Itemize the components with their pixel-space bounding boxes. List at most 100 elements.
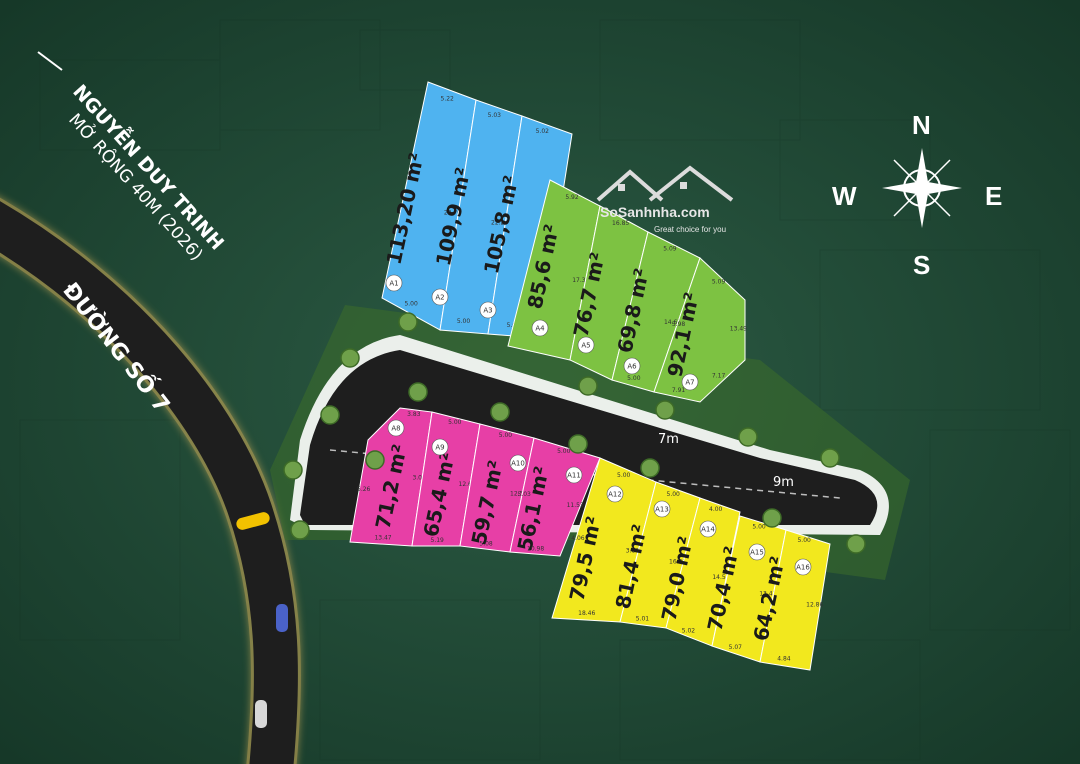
main-road [0, 201, 298, 764]
lot-dimension-label: 5.00 [617, 472, 631, 479]
tree-icon [655, 400, 675, 420]
lot-dimension-label: 22.76 [444, 210, 461, 217]
background-buildings [19, 19, 1071, 761]
trees-layer [283, 312, 866, 554]
lot-dimension-label: 5.02 [536, 128, 550, 135]
lot-dimension-label: 5.00 [448, 419, 462, 426]
logo-name: SoSanhnha.com [600, 204, 710, 220]
lot-dimension-label: 12.63 [459, 481, 476, 488]
tree-icon [820, 448, 840, 468]
lot-id-badge [387, 419, 405, 437]
lot-id-badge [606, 485, 624, 503]
tree-icon [290, 520, 310, 540]
tree-icon [490, 402, 510, 422]
lot-id-badge [623, 357, 641, 375]
lot-dimension-label: 22.23 [491, 219, 508, 226]
lot-id-label: A15 [750, 549, 764, 557]
lot-id-badge [565, 466, 583, 484]
logo-tagline: Great choice for you [654, 225, 726, 234]
lot-id-badge [431, 438, 449, 456]
compass-west-label: W [832, 181, 857, 211]
tree-icon [320, 405, 340, 425]
lot-dimension-label: 5.00 [627, 375, 641, 382]
tree-icon [568, 434, 588, 454]
lot-dimension-label: 5.00 [752, 523, 766, 530]
lot-id-label: A4 [535, 325, 545, 333]
compass-north-label: N [912, 110, 931, 140]
tree-icon [340, 348, 360, 368]
lot-id-label: A14 [701, 526, 715, 534]
road-width-label-9m: 9m [773, 475, 794, 490]
tree-icon [762, 508, 782, 528]
car-yellow [236, 512, 270, 530]
lot-dimension-label: 5.07 [729, 644, 743, 651]
lot-dimension-label: 14.65 [664, 319, 681, 326]
tree-icon [398, 312, 418, 332]
compass: N S E W [832, 110, 1002, 280]
lot-dimension-label: 16.85 [612, 220, 629, 227]
road-width-label-7m: 7m [658, 432, 679, 447]
lot-dimension-label: 4.00 [709, 506, 723, 513]
tree-icon [408, 382, 428, 402]
lot-dimension-label: 12.58 [510, 491, 527, 498]
lot-dimension-label: 5.98 [672, 321, 686, 328]
house-logo-icon [596, 165, 734, 202]
tree-icon [578, 376, 598, 396]
compass-south-label: S [913, 250, 930, 280]
lot-id-label: A8 [391, 425, 400, 433]
lot-dimension-label: 5.92 [565, 194, 579, 201]
lot-dimension-label: 7.91 [672, 387, 686, 394]
lot-dimension-label: 5.00 [557, 448, 571, 455]
lot-id-badge [681, 373, 699, 391]
lot-dimension-label: 11.53 [567, 502, 584, 509]
lot-dimension-label: 3.82 [626, 548, 640, 555]
lot-id-label: A16 [796, 564, 810, 572]
lot-id-badge [509, 454, 527, 472]
lot-dimension-label: 3.00 [412, 475, 426, 482]
lot-dimension-label: 5.22 [441, 96, 455, 103]
compass-needle-west [882, 182, 922, 194]
lot-dimension-label: 14.51 [712, 574, 729, 581]
lot-id-badge [794, 558, 812, 576]
car-white [255, 700, 267, 728]
lot-dimension-label: 10.98 [527, 545, 544, 552]
tree-icon [640, 458, 660, 478]
lot-dimension-label: 5.00 [667, 491, 681, 498]
lot-id-badge [385, 274, 403, 292]
compass-needle-east [922, 182, 962, 194]
lot-shape[interactable] [349, 407, 433, 547]
lot-dimension-label: 3.83 [407, 411, 421, 418]
tree-icon [846, 534, 866, 554]
lot-dimension-label: 5.00 [499, 432, 513, 439]
lot-dimension-label: 12.86 [806, 601, 823, 608]
lot-dimension-label: 4.84 [777, 656, 791, 663]
lot-id-badge [699, 520, 717, 538]
lot-dimension-label: 5.09 [663, 245, 677, 252]
lot-id-badge [479, 301, 497, 319]
lot-shape[interactable] [653, 257, 746, 403]
lot-id-label: A5 [581, 342, 590, 350]
lot-id-badge [748, 543, 766, 561]
tree-icon [283, 460, 303, 480]
lot-dimension-label: 5.00 [457, 318, 471, 325]
lot-dimension-label: 5.19 [431, 537, 445, 544]
street-label-dash [37, 51, 63, 71]
lot-dimension-label: 4.06 [571, 535, 585, 542]
lot-id-label: A3 [483, 307, 492, 315]
lot-dimension-label: 18.46 [578, 610, 595, 617]
lot-dimension-label: 7.17 [712, 372, 726, 379]
compass-east-label: E [985, 181, 1002, 211]
lot-id-label: A7 [685, 379, 694, 387]
lot-shape[interactable] [759, 529, 831, 671]
tree-icon [738, 427, 758, 447]
lot-dimension-label: 5.09 [712, 279, 726, 286]
lot-dimension-label: 17.34 [572, 277, 589, 284]
